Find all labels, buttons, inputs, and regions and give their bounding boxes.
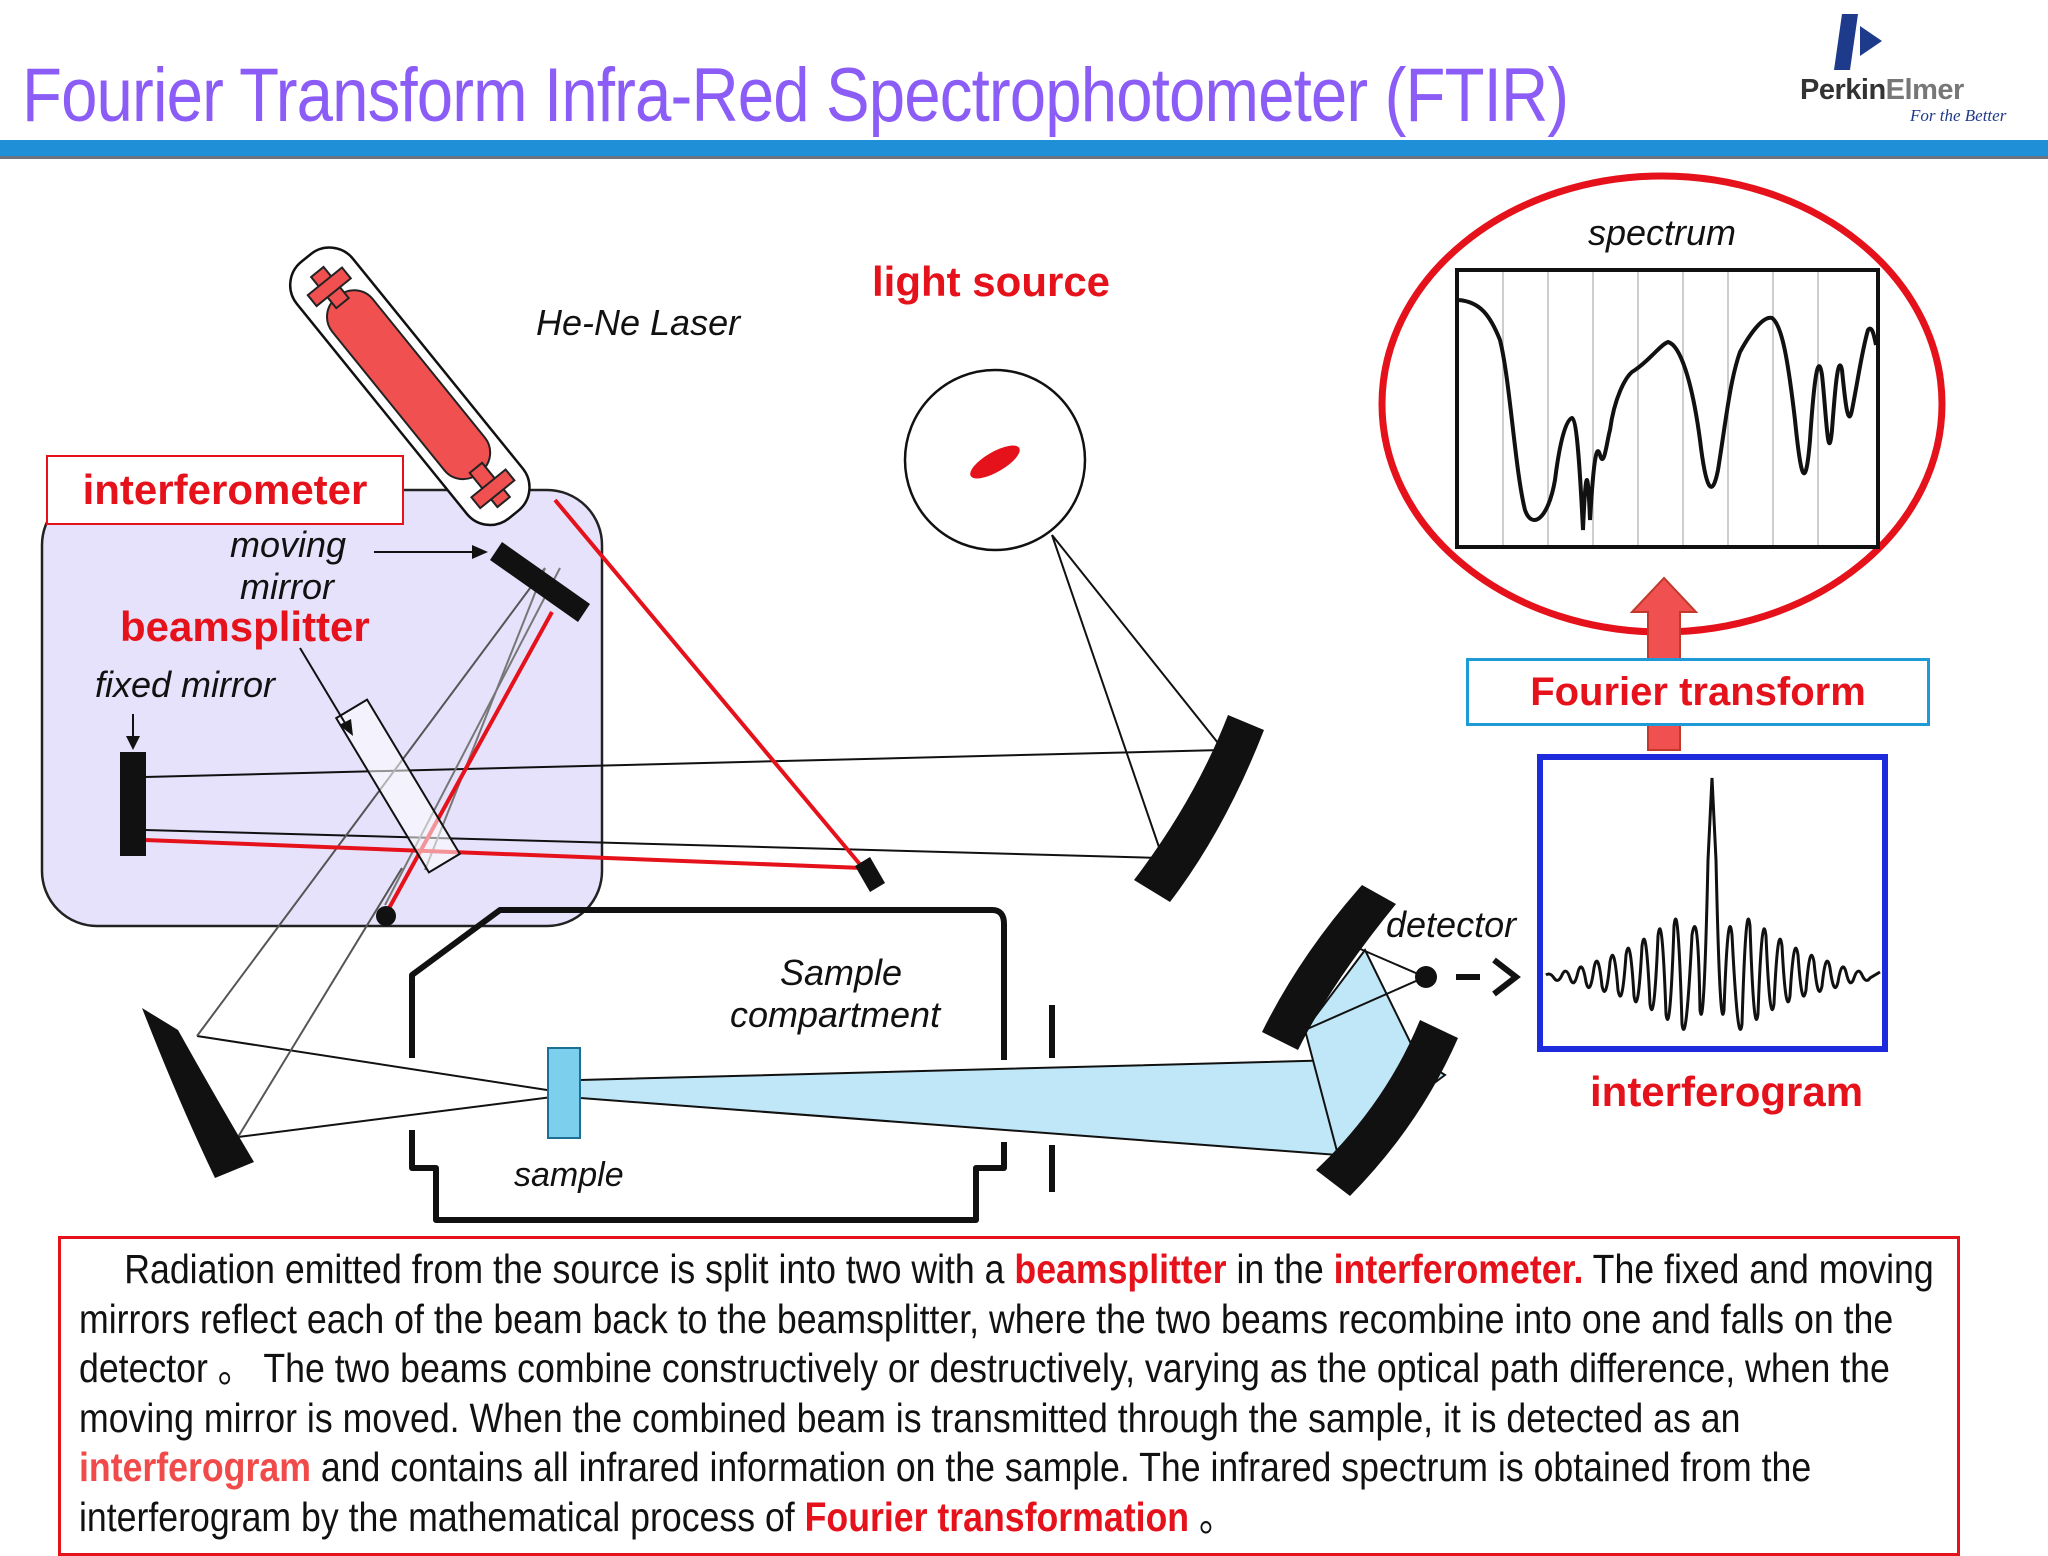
fixed-mirror-label: fixed mirror: [95, 664, 276, 705]
detector-label: detector: [1386, 904, 1517, 945]
logo-mark-icon: [1834, 14, 1858, 70]
beamsplitter-label: beamsplitter: [120, 603, 370, 650]
optical-rays: [144, 534, 1223, 1138]
sample-cell: [547, 1047, 581, 1139]
detector-mirror-upper: [1262, 885, 1396, 1050]
ray: [237, 1095, 561, 1138]
desc-part-5: 。: [1189, 1493, 1235, 1540]
page-title: Fourier Transform Infra-Red Spectrophoto…: [22, 53, 1569, 138]
laser-path: [144, 498, 865, 911]
brand-tagline: For the Better: [1910, 106, 2007, 125]
laser-ray: [553, 498, 865, 870]
logo-arrow-icon: [1860, 26, 1882, 56]
laser-cap-right-cross: [469, 468, 516, 510]
spectrum-plot-frame: [1455, 268, 1880, 549]
moving-mirror-label-line1: moving: [230, 524, 347, 565]
desc-part-3: The fixed and moving mirrors reflect eac…: [79, 1246, 1934, 1441]
moving-mirror: [490, 542, 590, 622]
interferogram-curve: [1545, 777, 1881, 1031]
fourier-transform-label: Fourier transform: [1530, 669, 1866, 714]
header-accent-bar: [0, 140, 2048, 156]
light-source-filament: [970, 445, 1020, 479]
desc-part-4: and contains all infrared information on…: [79, 1444, 1812, 1540]
brand-bold: Perkin: [1800, 74, 1886, 106]
beamsplitter-plate: [334, 698, 462, 874]
ray: [1051, 534, 1223, 749]
moving-mirror-leader-arrowhead: [472, 545, 488, 559]
fixed-mirror: [120, 752, 146, 856]
ray: [144, 829, 1161, 859]
ray: [424, 567, 546, 871]
desc-part-2: in the: [1226, 1246, 1334, 1292]
moving-mirror-label-line2: mirror: [240, 566, 334, 607]
small-turning-mirror: [855, 857, 885, 892]
desc-part-1: Radiation emitted from the source is spl…: [124, 1246, 1015, 1292]
header-rule: [0, 156, 2048, 159]
beamsplitter-leader: [299, 647, 349, 729]
interferogram-label: interferogram: [1590, 1068, 1864, 1115]
sample-focusing-mirror: [142, 1008, 254, 1178]
spectrum-curve: [1458, 298, 1878, 531]
detector-ray-2: [1304, 976, 1426, 1031]
description-text: Radiation emitted from the source is spl…: [79, 1245, 1950, 1542]
desc-highlight-interferogram: interferogram: [79, 1444, 311, 1490]
he-ne-laser: [288, 246, 531, 527]
he-ne-laser-label: He-Ne Laser: [536, 302, 741, 343]
sample-label: sample: [514, 1156, 624, 1194]
sample-compartment-outline: [409, 907, 1007, 1223]
fourier-transform-label-box: Fourier transform: [1466, 658, 1930, 726]
fixed-mirror-leader-arrowhead: [126, 736, 140, 750]
desc-highlight-interferometer: interferometer.: [1333, 1246, 1584, 1292]
ray: [237, 867, 403, 1138]
spectrum-label: spectrum: [1588, 212, 1737, 253]
detector-ray-1: [1357, 947, 1426, 978]
ray: [196, 1035, 561, 1093]
ray: [144, 749, 1223, 778]
laser-cap-left-cross: [306, 266, 353, 308]
laser-ray: [144, 838, 864, 870]
detector-point: [1415, 966, 1437, 988]
beamsplitter-pivot: [376, 906, 396, 926]
desc-highlight-fourier-transformation: Fourier transformation: [804, 1493, 1190, 1540]
interferometer-label-box: interferometer: [46, 455, 404, 525]
sample-compartment-label-line2: compartment: [730, 994, 941, 1035]
ray: [196, 567, 546, 1037]
desc-highlight-beamsplitter: beamsplitter: [1014, 1246, 1227, 1292]
interferometer-label: interferometer: [82, 466, 368, 513]
brand-light: Elmer: [1885, 74, 1965, 106]
detector-mirror-lower: [1316, 1020, 1458, 1196]
detector-arrow-head: [1492, 957, 1521, 997]
beamsplitter: [334, 698, 462, 874]
light-source-label: light source: [872, 258, 1111, 305]
description-box: Radiation emitted from the source is spl…: [58, 1236, 1960, 1556]
laser-ray: [386, 611, 554, 911]
perkinelmer-logo: [1834, 14, 1882, 70]
beamsplitter-leader-arrowhead: [339, 719, 353, 736]
sample-compartment-label-line1: Sample: [780, 952, 903, 993]
brand-name: PerkinElmer: [1800, 74, 1964, 107]
collimating-mirror: [1134, 715, 1264, 902]
ray: [1051, 534, 1161, 851]
